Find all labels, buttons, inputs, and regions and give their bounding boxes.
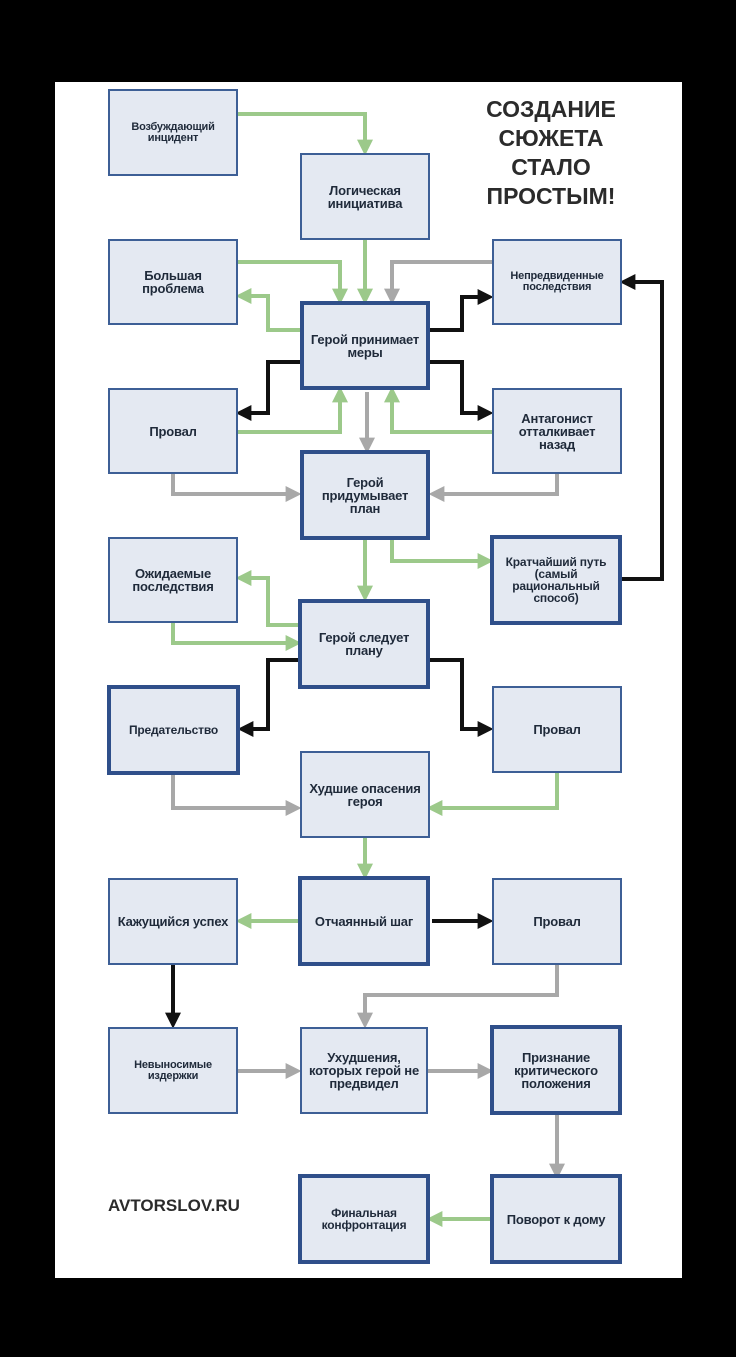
arrow-shortest-to-unforeseen [619,274,664,581]
node-apparent-success: Кажущийся успех [108,878,238,965]
arrow-fail2-to-fears [426,773,559,816]
node-fail-1: Провал [108,388,238,474]
arrow-hero-acts-to-fail1 [235,360,300,421]
node-critical-acknowledgment: Признание критического положения [490,1025,622,1115]
node-hero-makes-plan: Герой придумывает план [300,450,430,540]
arrow-expected-to-follows [171,623,302,651]
node-unforeseen-worsening: Ухудшения, которых герой не предвидел [300,1027,428,1114]
node-expected-consequences: Ожидаемые последствия [108,537,238,623]
node-hero-follows-plan: Герой следует плану [298,599,430,689]
node-desperate-step: Отчаянный шаг [298,876,430,966]
arrow-big-problem-to-hero-acts [238,260,348,305]
node-antagonist-pushes-back: Антагонист отталкивает назад [492,388,622,474]
node-worst-fears: Худшие опасения героя [300,751,430,838]
arrow-plan-to-shortest [390,540,494,569]
node-fail-3: Провал [492,878,622,965]
node-inciting-incident: Возбуждающий инцидент [108,89,238,176]
node-unbearable-costs: Невыносимые издержки [108,1027,238,1114]
node-turn-home: Поворот к дому [490,1174,622,1264]
arrow-fail1-to-hero-acts [238,386,348,434]
arrow-follows-to-fail2 [430,658,494,737]
site-label: AVTORSLOV.RU [108,1196,240,1215]
arrow-inciting-to-logical [238,112,373,156]
arrow-antagonist-to-hero-acts [384,386,492,434]
node-hero-acts: Герой принимает меры [300,301,430,390]
arrow-betrayal-to-fears [171,773,302,816]
arrow-hero-acts-to-big-problem [235,288,300,332]
node-fail-2: Провал [492,686,622,773]
node-logical-initiative: Логическая инициатива [300,153,430,240]
node-betrayal: Предательство [107,685,240,775]
node-shortest-path: Кратчайший путь (самый рациональный спос… [490,535,622,625]
arrow-fail3-to-worse [357,965,559,1029]
arrow-hero-acts-to-antagonist [430,360,494,421]
arrow-antagonist-to-plan [428,473,559,502]
arrow-hero-acts-to-unforeseen [430,289,494,332]
arrow-follows-to-betrayal [237,658,298,737]
arrow-unforeseen-to-hero-acts [384,260,492,305]
node-unforeseen-consequences: Непредвиденные последствия [492,239,622,325]
node-big-problem: Большая проблема [108,239,238,325]
node-final-confrontation: Финальная конфронтация [298,1174,430,1264]
poster-title: СОЗДАНИЕ СЮЖЕТА СТАЛО ПРОСТЫМ! [486,96,616,209]
arrow-fail1-to-plan [171,473,302,502]
arrow-follows-to-expected [235,570,300,627]
